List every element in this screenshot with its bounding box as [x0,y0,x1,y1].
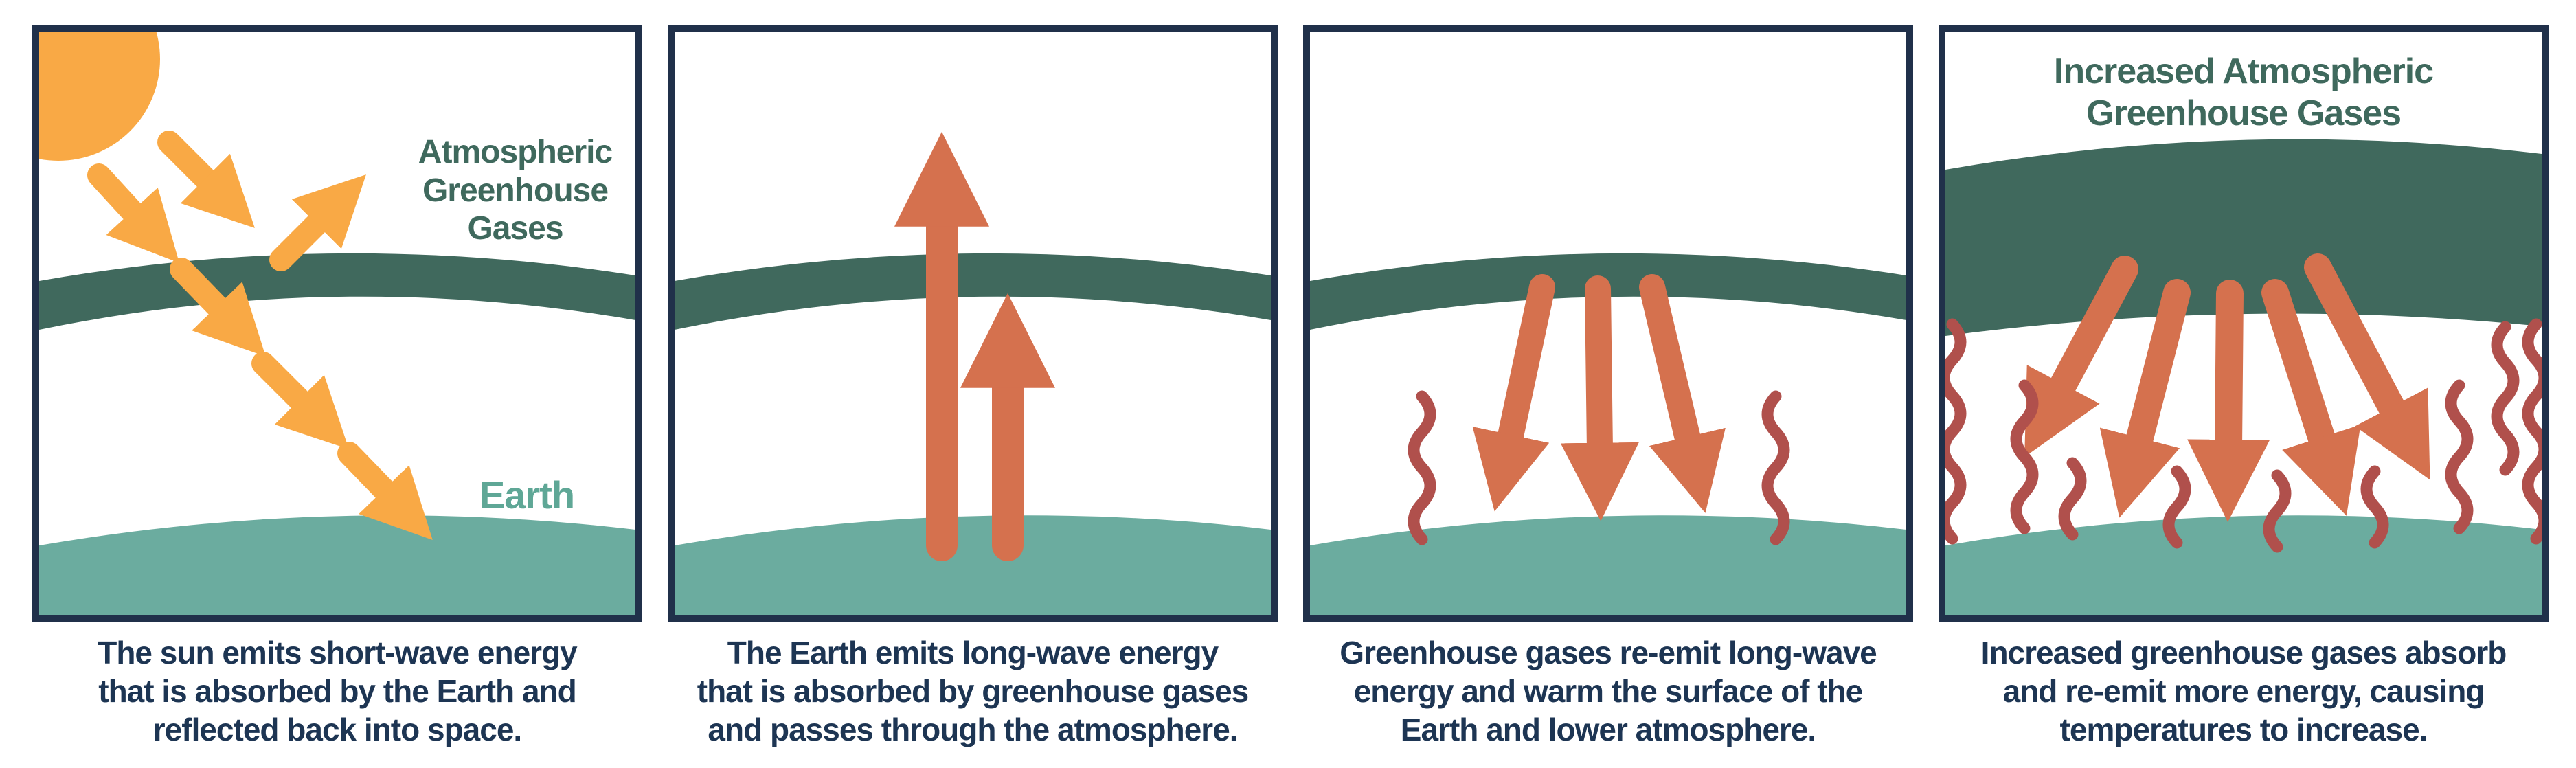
atmosphere-band-thick [1945,139,2542,336]
long-wave-arrow-icon [2187,280,2270,522]
atmosphere-band [39,253,635,330]
earth-surface [39,515,635,615]
short-wave-arrow-icon [251,352,349,449]
short-wave-arrow-icon [170,258,266,357]
long-wave-arrow-icon [2099,279,2191,518]
sun-icon [39,32,160,161]
caption-panel-1: The sun emits short-wave energy that is … [12,633,663,749]
long-wave-arrow-icon [1639,274,1726,513]
long-wave-arrow-icon [1472,274,1555,512]
heat-squiggle-icon [2491,321,2520,476]
caption-line: Increased greenhouse gases absorb [1980,635,2507,670]
caption-panel-2: The Earth emits long-wave energy that is… [647,633,1298,749]
heat-squiggle-icon [2010,379,2039,534]
earth-surface [1310,515,1906,615]
panel-1-graphic [39,32,635,615]
heat-squiggle-icon [2445,379,2474,534]
caption-line: Earth and lower atmosphere. [1400,712,1816,748]
panel-reemit-longwave [1303,25,1913,622]
increased-gases-title: Increased Atmospheric Greenhouse Gases [1952,51,2535,135]
panel-earth-longwave [668,25,1278,622]
atmospheric-gases-label-line: Greenhouse [422,172,609,209]
caption-line: that is absorbed by greenhouse gases [697,673,1249,710]
atmospheric-gases-label: Atmospheric Greenhouse Gases [388,133,642,248]
long-wave-arrow-icon [2261,279,2361,516]
caption-line: and passes through the atmosphere. [708,712,1238,748]
caption-panel-4: Increased greenhouse gases absorb and re… [1918,633,2569,749]
heat-squiggle-icon [2263,469,2292,553]
earth-label: Earth [479,473,575,517]
caption-line: that is absorbed by the Earth and [98,673,576,710]
atmosphere-band [675,253,1271,330]
short-wave-arrow-icon [87,163,180,263]
caption-line: temperatures to increase. [2059,712,2428,748]
heat-squiggle-icon [2058,457,2087,541]
heat-squiggle-icon [1761,390,1790,545]
atmospheric-gases-label-line: Gases [467,210,563,247]
caption-line: The sun emits short-wave energy [98,635,578,670]
panel-3-graphic [1310,253,1906,615]
panel-increased-gases: Increased Atmospheric Greenhouse Gases [1939,25,2549,622]
increased-gases-title-line: Increased Atmospheric [2053,52,2434,91]
caption-panel-3: Greenhouse gases re-emit long-wave energ… [1283,633,1934,749]
panel-sun-shortwave: Atmospheric Greenhouse Gases Earth [32,25,642,622]
panel-4-graphic [1945,139,2542,615]
heat-squiggle-icon [2162,465,2191,549]
caption-line: Greenhouse gases re-emit long-wave [1340,635,1877,670]
atmospheric-gases-label-line: Atmospheric [418,134,613,170]
long-wave-arrow-icon [2024,256,2138,458]
short-wave-arrow-icon [157,131,255,228]
earth-surface [1945,515,2542,615]
caption-line: reflected back into space. [152,712,522,748]
caption-line: energy and warm the surface of the [1353,673,1864,710]
caption-line: and re-emit more energy, causing [2002,673,2485,710]
heat-squiggle-icon [1408,390,1436,545]
short-wave-arrow-icon [337,442,433,541]
panel-2-graphic [675,131,1271,615]
earth-surface [675,515,1271,615]
long-wave-arrow-icon [1560,275,1639,521]
short-wave-reflected-arrow-icon [269,174,366,271]
heat-squiggle-icon [2522,318,2542,545]
heat-squiggle-icon [2360,465,2389,549]
caption-line: The Earth emits long-wave energy [727,635,1219,670]
increased-gases-title-line: Greenhouse Gases [2086,93,2402,134]
long-wave-arrow-icon [2304,253,2430,480]
heat-squiggle-icon [1945,318,1967,545]
